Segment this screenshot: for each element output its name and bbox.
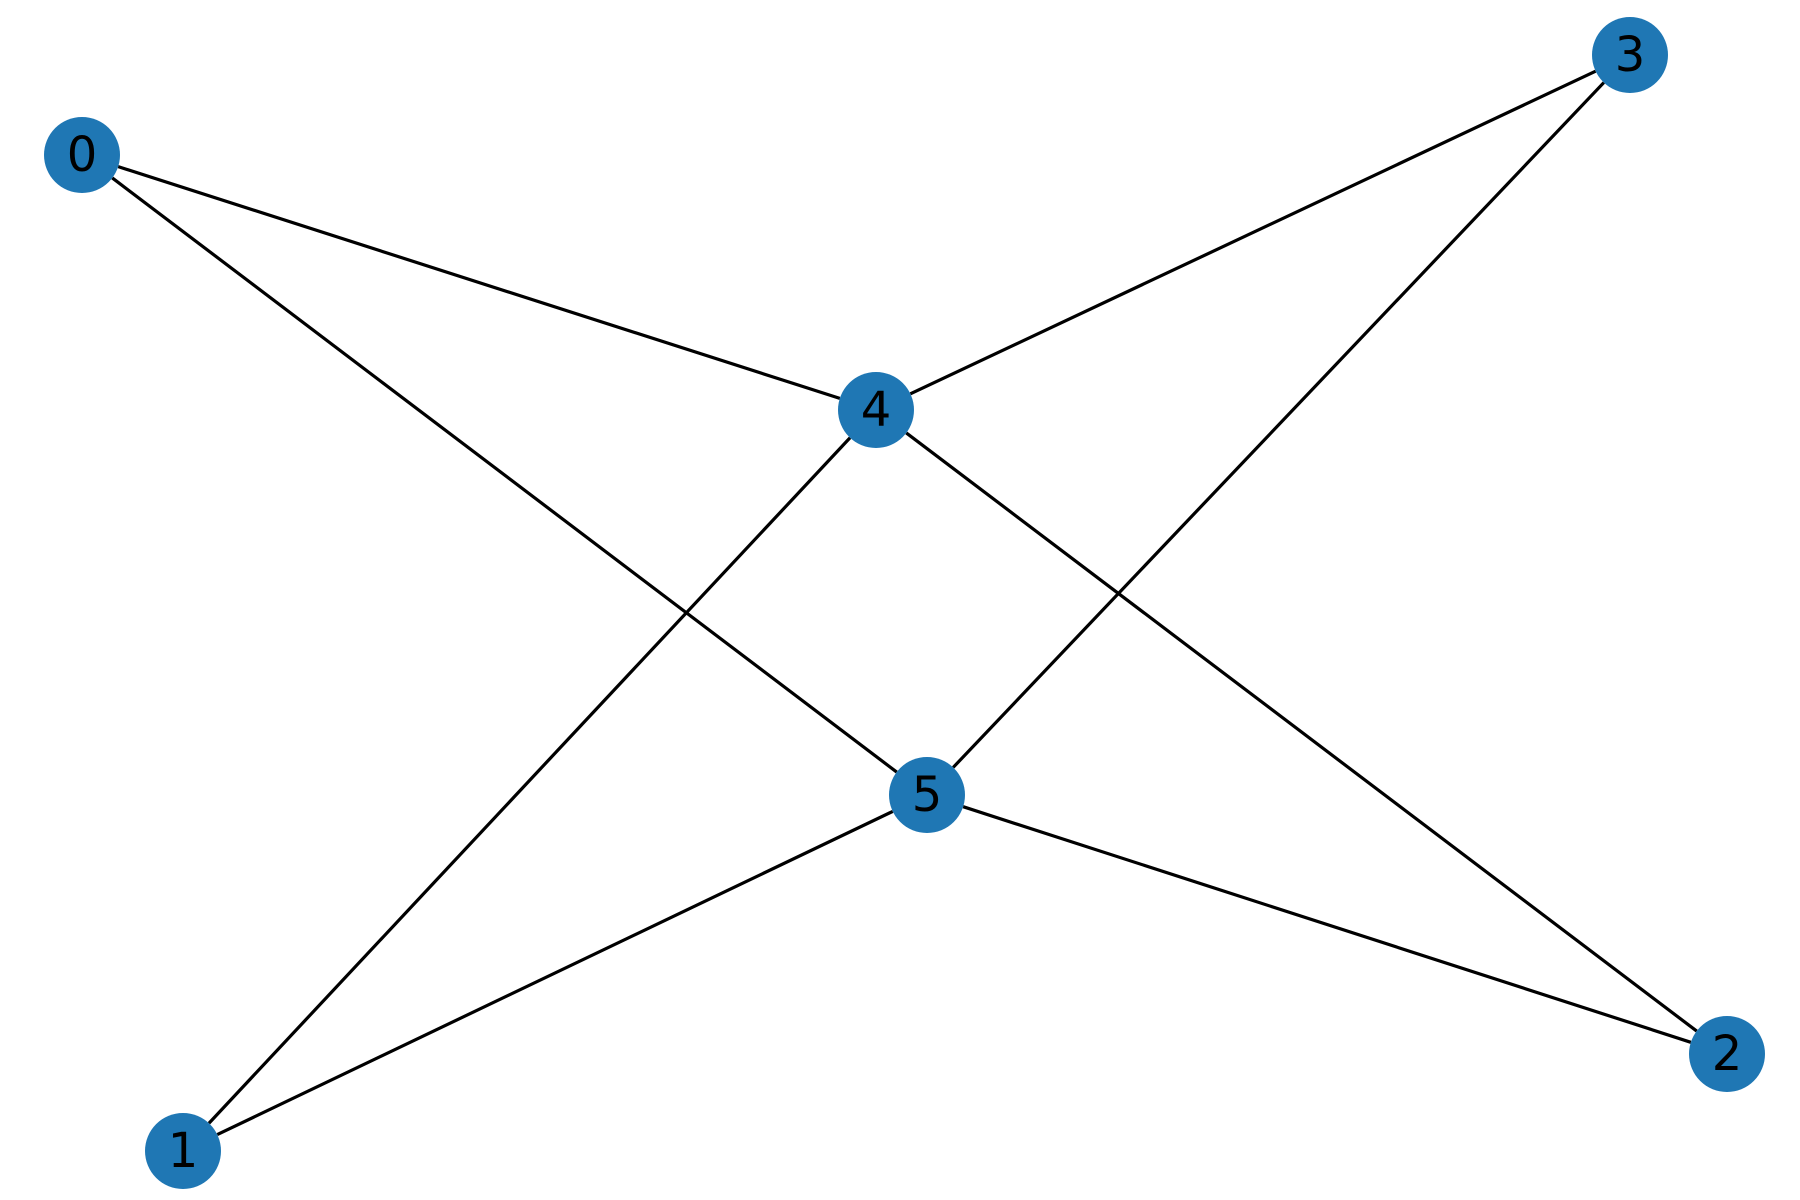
node-label-5: 5 [912, 767, 943, 823]
edge-5-1 [216, 809, 894, 1137]
node-1: 1 [145, 1113, 221, 1189]
edge-5-3 [952, 81, 1605, 769]
edge-5-2 [962, 805, 1692, 1044]
node-label-3: 3 [1615, 27, 1646, 83]
edge-4-2 [905, 431, 1698, 1033]
node-label-2: 2 [1712, 1026, 1743, 1082]
nodes-layer: 0 1 2 3 4 5 [44, 17, 1765, 1189]
edge-0-5 [111, 176, 898, 774]
node-0: 0 [44, 117, 120, 193]
node-circle-5 [889, 757, 965, 833]
node-label-0: 0 [67, 127, 98, 183]
node-label-1: 1 [168, 1123, 199, 1179]
node-4: 4 [838, 372, 914, 448]
node-5: 5 [889, 757, 965, 833]
edges-layer [111, 69, 1698, 1137]
node-circle-3 [1592, 17, 1668, 93]
node-2: 2 [1689, 1016, 1765, 1092]
edge-4-3 [909, 69, 1597, 396]
node-label-4: 4 [861, 382, 892, 438]
node-circle-2 [1689, 1016, 1765, 1092]
edge-4-1 [207, 436, 852, 1125]
node-circle-0 [44, 117, 120, 193]
node-3: 3 [1592, 17, 1668, 93]
node-circle-1 [145, 1113, 221, 1189]
node-circle-4 [838, 372, 914, 448]
edge-0-4 [117, 165, 841, 400]
